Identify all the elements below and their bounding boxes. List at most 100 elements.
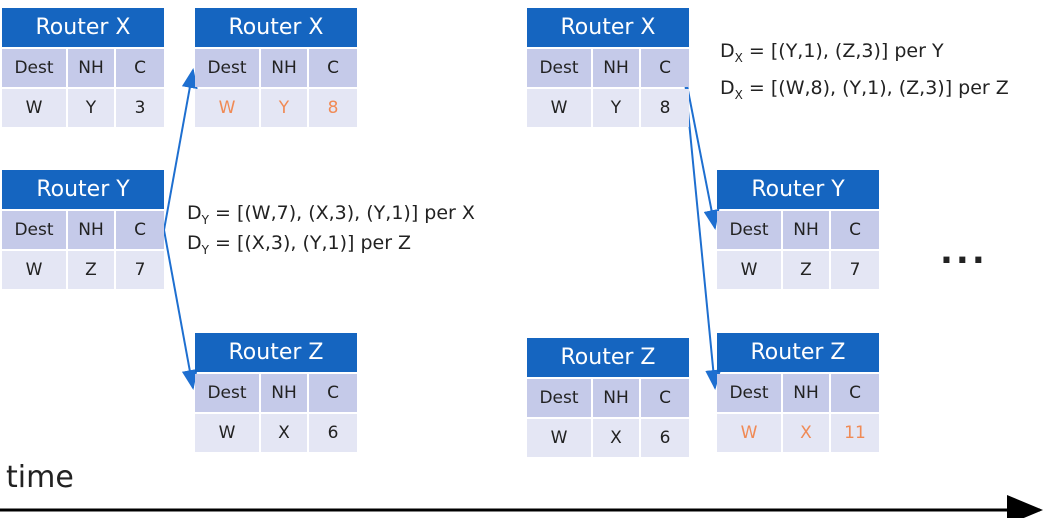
col-nh-header: NH [261,49,307,87]
vector-text: = [(W,7), (X,3), (Y,1)] per X [208,202,475,224]
cell-dest: W [527,89,591,127]
cell-c: 11 [831,414,879,452]
col-nh-header: NH [783,211,829,249]
col-dest-header: Dest [195,49,259,87]
vector-symbol: D [187,232,202,254]
cell-nh: Z [68,251,114,289]
table-row: W X 6 [195,412,357,452]
table-row: W X 11 [717,412,879,452]
table-row: W Y 3 [2,87,164,127]
router-x-table-initial: Router X Dest NH C W Y 3 [2,8,164,127]
col-c-header: C [309,49,357,87]
time-axis-label: time [6,460,74,495]
col-dest-header: Dest [527,49,591,87]
vector-subscript: Y [201,212,209,227]
cell-nh: X [593,419,639,457]
router-y-table-later: Router Y Dest NH C W Z 7 [717,170,879,289]
col-c-header: C [641,379,689,417]
distance-vector-y-to-z: DY = [(X,3), (Y,1)] per Z [187,232,411,257]
arrow-y-to-x [163,68,198,231]
cell-nh: X [783,414,829,452]
cell-nh: Y [68,89,114,127]
table-title: Router Y [2,170,164,209]
vector-subscript: Y [201,242,209,257]
distance-vector-y-to-x: DY = [(W,7), (X,3), (Y,1)] per X [187,202,475,227]
table-title: Router X [2,8,164,47]
table-row: W Y 8 [195,87,357,127]
vector-text: = [(Y,1), (Z,3)] per Y [742,40,944,62]
distance-vector-x-to-z: DX = [(W,8), (Y,1), (Z,3)] per Z [720,77,1009,102]
column-header-row: Dest NH C [717,209,879,249]
cell-dest: W [2,89,66,127]
table-title: Router Z [527,338,689,377]
table-row: W Z 7 [717,249,879,289]
cell-nh: Y [593,89,639,127]
column-header-row: Dest NH C [2,47,164,87]
column-header-row: Dest NH C [195,47,357,87]
col-dest-header: Dest [2,211,66,249]
column-header-row: Dest NH C [527,47,689,87]
column-header-row: Dest NH C [527,377,689,417]
arrow-x-to-z [683,69,722,390]
col-c-header: C [831,374,879,412]
col-c-header: C [116,49,164,87]
vector-symbol: D [187,202,202,224]
table-title: Router Z [717,333,879,372]
vector-subscript: X [734,87,743,102]
col-dest-header: Dest [195,374,259,412]
cell-c: 6 [309,414,357,452]
cell-dest: W [195,414,259,452]
col-c-header: C [116,211,164,249]
vector-subscript: X [734,50,743,65]
cell-nh: Y [261,89,307,127]
cell-nh: Z [783,251,829,289]
table-title: Router Y [717,170,879,209]
col-dest-header: Dest [717,374,781,412]
col-c-header: C [831,211,879,249]
col-dest-header: Dest [527,379,591,417]
cell-dest: W [717,251,781,289]
cell-c: 8 [641,89,689,127]
distance-vector-x-to-y: DX = [(Y,1), (Z,3)] per Y [720,40,944,65]
cell-c: 7 [831,251,879,289]
table-title: Router X [195,8,357,47]
table-row: W X 6 [527,417,689,457]
col-c-header: C [641,49,689,87]
table-title: Router Z [195,333,357,372]
column-header-row: Dest NH C [195,372,357,412]
cell-c: 7 [116,251,164,289]
cell-c: 6 [641,419,689,457]
col-dest-header: Dest [717,211,781,249]
column-header-row: Dest NH C [2,209,164,249]
col-nh-header: NH [68,49,114,87]
col-nh-header: NH [783,374,829,412]
arrow-x-to-y [683,69,720,230]
cell-dest: W [527,419,591,457]
ellipsis-continuation: ... [940,232,988,272]
router-z-table-updated: Router Z Dest NH C W X 11 [717,333,879,452]
column-header-row: Dest NH C [717,372,879,412]
col-nh-header: NH [593,49,639,87]
router-x-table-later: Router X Dest NH C W Y 8 [527,8,689,127]
vector-symbol: D [720,77,735,99]
cell-c: 3 [116,89,164,127]
cell-dest: W [195,89,259,127]
col-c-header: C [309,374,357,412]
col-nh-header: NH [593,379,639,417]
table-title: Router X [527,8,689,47]
col-dest-header: Dest [2,49,66,87]
vector-text: = [(W,8), (Y,1), (Z,3)] per Z [742,77,1009,99]
vector-text: = [(X,3), (Y,1)] per Z [208,232,412,254]
table-row: W Z 7 [2,249,164,289]
cell-nh: X [261,414,307,452]
table-row: W Y 8 [527,87,689,127]
cell-c: 8 [309,89,357,127]
router-y-table-initial: Router Y Dest NH C W Z 7 [2,170,164,289]
col-nh-header: NH [261,374,307,412]
cell-dest: W [2,251,66,289]
router-x-table-updated: Router X Dest NH C W Y 8 [195,8,357,127]
col-nh-header: NH [68,211,114,249]
router-z-table-initial: Router Z Dest NH C W X 6 [195,333,357,452]
vector-symbol: D [720,40,735,62]
